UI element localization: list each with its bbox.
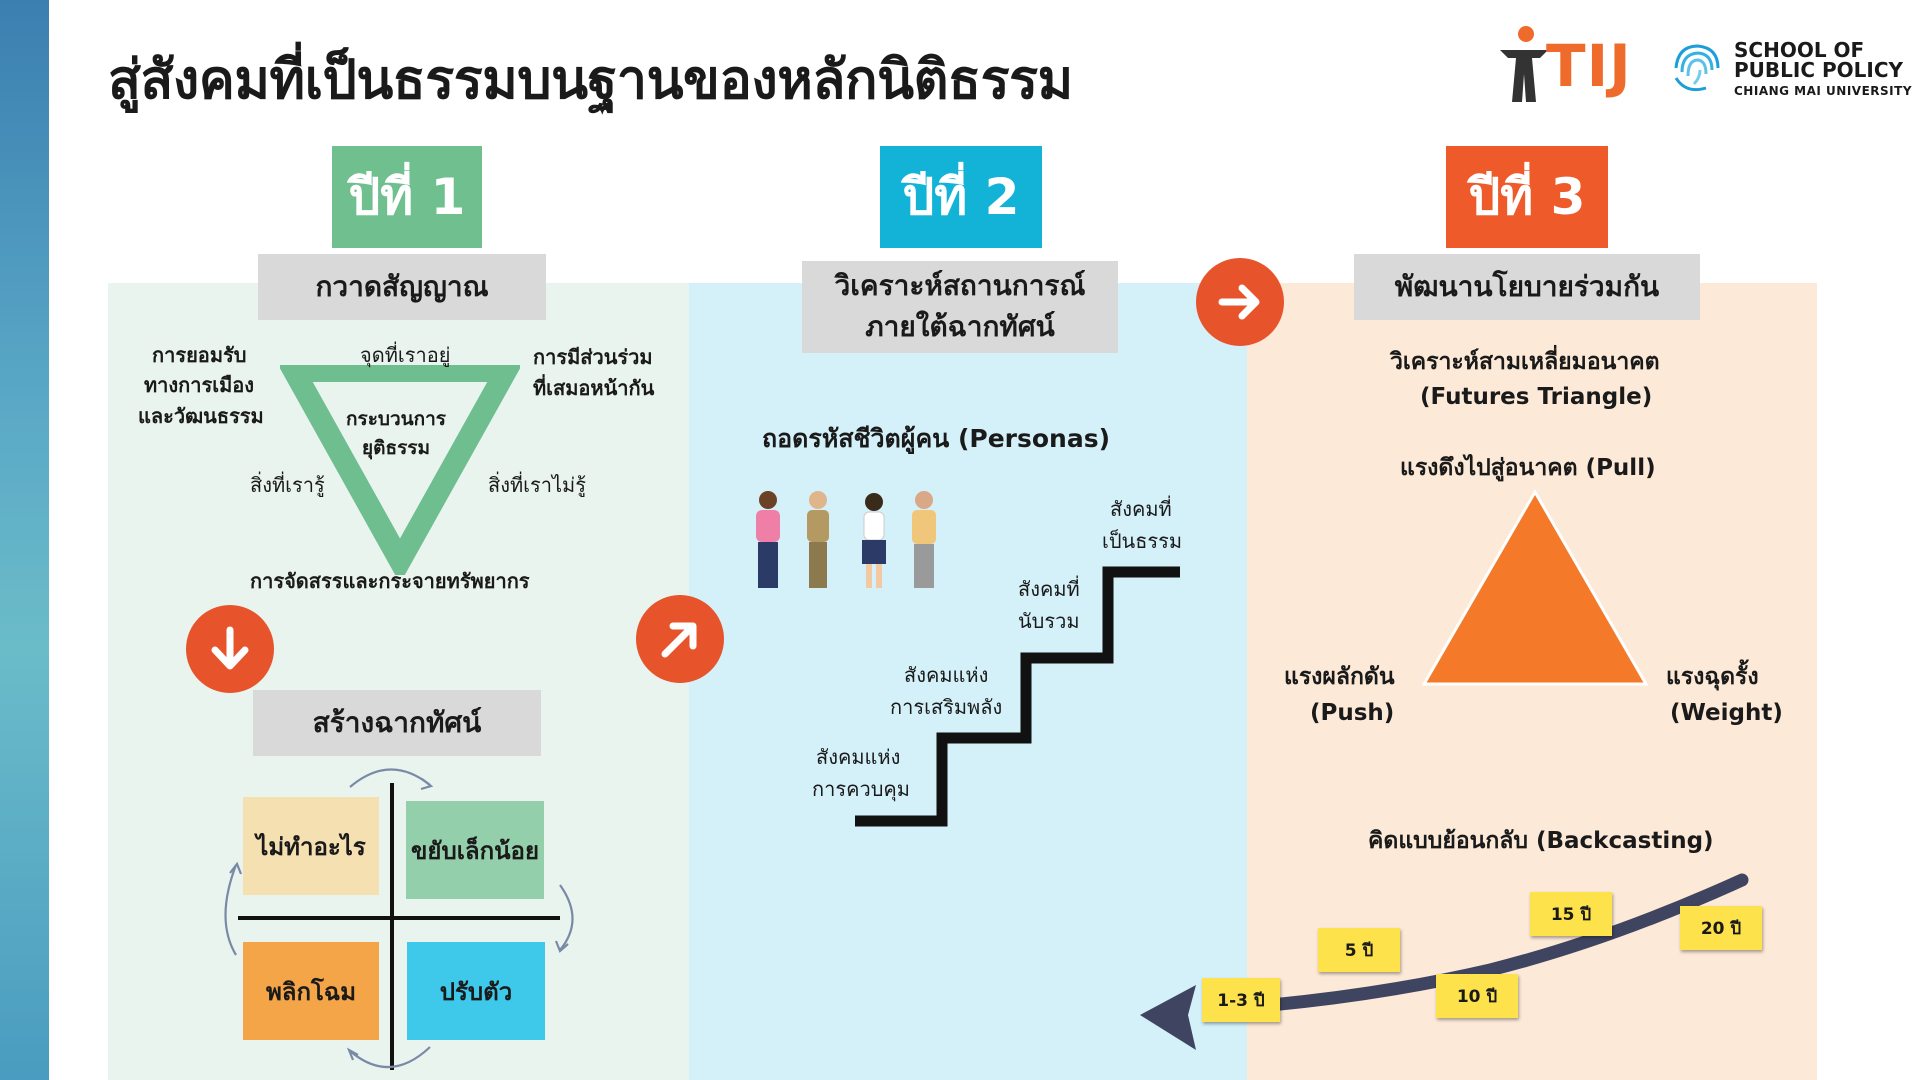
timeline-tag-10-years: 10 ปี: [1436, 974, 1518, 1018]
fingerprint-icon: [1674, 44, 1720, 92]
triangle-right-label: สิ่งที่เราไม่รู้: [488, 473, 586, 497]
year3-badge: ปีที่ 3: [1446, 146, 1608, 248]
justice-triangle-icon: [280, 365, 520, 575]
down-arrow-icon: [186, 605, 274, 693]
backcasting-arrow: [1140, 873, 1749, 1050]
timeline-tag-5-years: 5 ปี: [1318, 928, 1400, 972]
spp-line-3: CHIANG MAI UNIVERSITY: [1734, 84, 1913, 98]
weight-line1: แรงฉุดรั้ง: [1666, 664, 1759, 690]
year2-section-title-line1: วิเคราะห์สถานการณ์: [834, 269, 1086, 303]
futures-title-line2: (Futures Triangle): [1420, 384, 1653, 410]
personas-people-icon: [756, 491, 936, 588]
stair-step1-line1: สังคมแห่ง: [816, 745, 901, 769]
triangle-bottom-label: การจัดสรรและกระจายทรัพยากร: [250, 569, 530, 593]
weight-line2: (Weight): [1670, 700, 1783, 726]
backcasting-title: คิดแบบย้อนกลับ (Backcasting): [1368, 828, 1714, 854]
futures-title-line1: วิเคราะห์สามเหลี่ยมอนาคต: [1390, 349, 1660, 375]
page-title: สู่สังคมที่เป็นธรรมบนฐานของหลักนิติธรรม: [108, 48, 1073, 111]
timeline-tag-20-years: 20 ปี: [1680, 906, 1762, 950]
year2-panel: [689, 283, 1247, 1080]
year2-badge: ปีที่ 2: [880, 146, 1042, 248]
year2-section-title-line2: ภายใต้ฉากทัศน์: [865, 310, 1055, 343]
up-right-arrow-icon: [636, 595, 724, 683]
stair-step3-line1: สังคมที่: [1018, 577, 1080, 601]
quadrant-transform: พลิกโฉม: [243, 942, 379, 1040]
year1-badge: ปีที่ 1: [332, 146, 482, 248]
tij-figure-icon: [1500, 26, 1548, 102]
stair-step4-line2: เป็นธรรม: [1102, 529, 1183, 553]
year3-section-title: พัฒนานโยบายร่วมกัน: [1354, 254, 1700, 320]
pull-label: แรงดึงไปสู่อนาคต (Pull): [1400, 455, 1656, 481]
stair-step2-line1: สังคมแห่ง: [904, 663, 989, 687]
decorative-side-strip: [0, 0, 49, 1080]
corner-right-line1: การมีส่วนร่วม: [533, 345, 653, 369]
triangle-center-line1: กระบวนการ: [346, 408, 447, 430]
corner-right-line2: ที่เสมอหน้ากัน: [533, 376, 655, 400]
triangle-top-label: จุดที่เราอยู่: [360, 343, 451, 367]
timeline-tag-15-years: 15 ปี: [1530, 892, 1612, 936]
spp-line-1: SCHOOL OF: [1734, 38, 1865, 62]
quadrant-axes-and-cycle-arrows: [224, 768, 574, 1070]
timeline-tag-1-3-years: 1-3 ปี: [1202, 978, 1280, 1022]
scenario-title: สร้างฉากทัศน์: [253, 690, 541, 756]
quadrant-do-nothing: ไม่ทำอะไร: [243, 797, 379, 895]
triangle-left-label: สิ่งที่เรารู้: [250, 473, 325, 497]
stair-step2-line2: การเสริมพลัง: [890, 695, 1003, 719]
tij-logo: TIJ: [1496, 24, 1646, 104]
spp-line-2: PUBLIC POLICY: [1734, 58, 1903, 82]
stair-step3-line2: นับรวม: [1018, 609, 1080, 633]
year2-section-title: วิเคราะห์สถานการณ์ ภายใต้ฉากทัศน์: [802, 261, 1118, 353]
quadrant-adapt: ปรับตัว: [407, 942, 545, 1040]
tij-logo-text: TIJ: [1546, 32, 1632, 100]
personas-title: ถอดรหัสชีวิตผู้คน (Personas): [762, 424, 1111, 453]
corner-left-line3: และวัฒนธรรม: [138, 404, 264, 428]
push-line1: แรงผลักดัน: [1284, 664, 1395, 690]
stair-step1-line2: การควบคุม: [812, 777, 910, 801]
triangle-center-line2: ยุติธรรม: [362, 437, 431, 459]
year1-section-title: กวาดสัญญาณ: [258, 254, 546, 320]
staircase-diagram: [855, 566, 1180, 827]
school-public-policy-logo: SCHOOL OF PUBLIC POLICY CHIANG MAI UNIVE…: [1666, 38, 1916, 104]
quadrant-small-step: ขยับเล็กน้อย: [406, 801, 544, 899]
right-arrow-icon: [1196, 258, 1284, 346]
push-line2: (Push): [1310, 700, 1395, 726]
corner-left-line2: ทางการเมือง: [144, 373, 255, 397]
futures-triangle-icon: [1421, 489, 1649, 686]
corner-left-line1: การยอมรับ: [152, 343, 247, 367]
stair-step4-line1: สังคมที่: [1110, 497, 1172, 521]
